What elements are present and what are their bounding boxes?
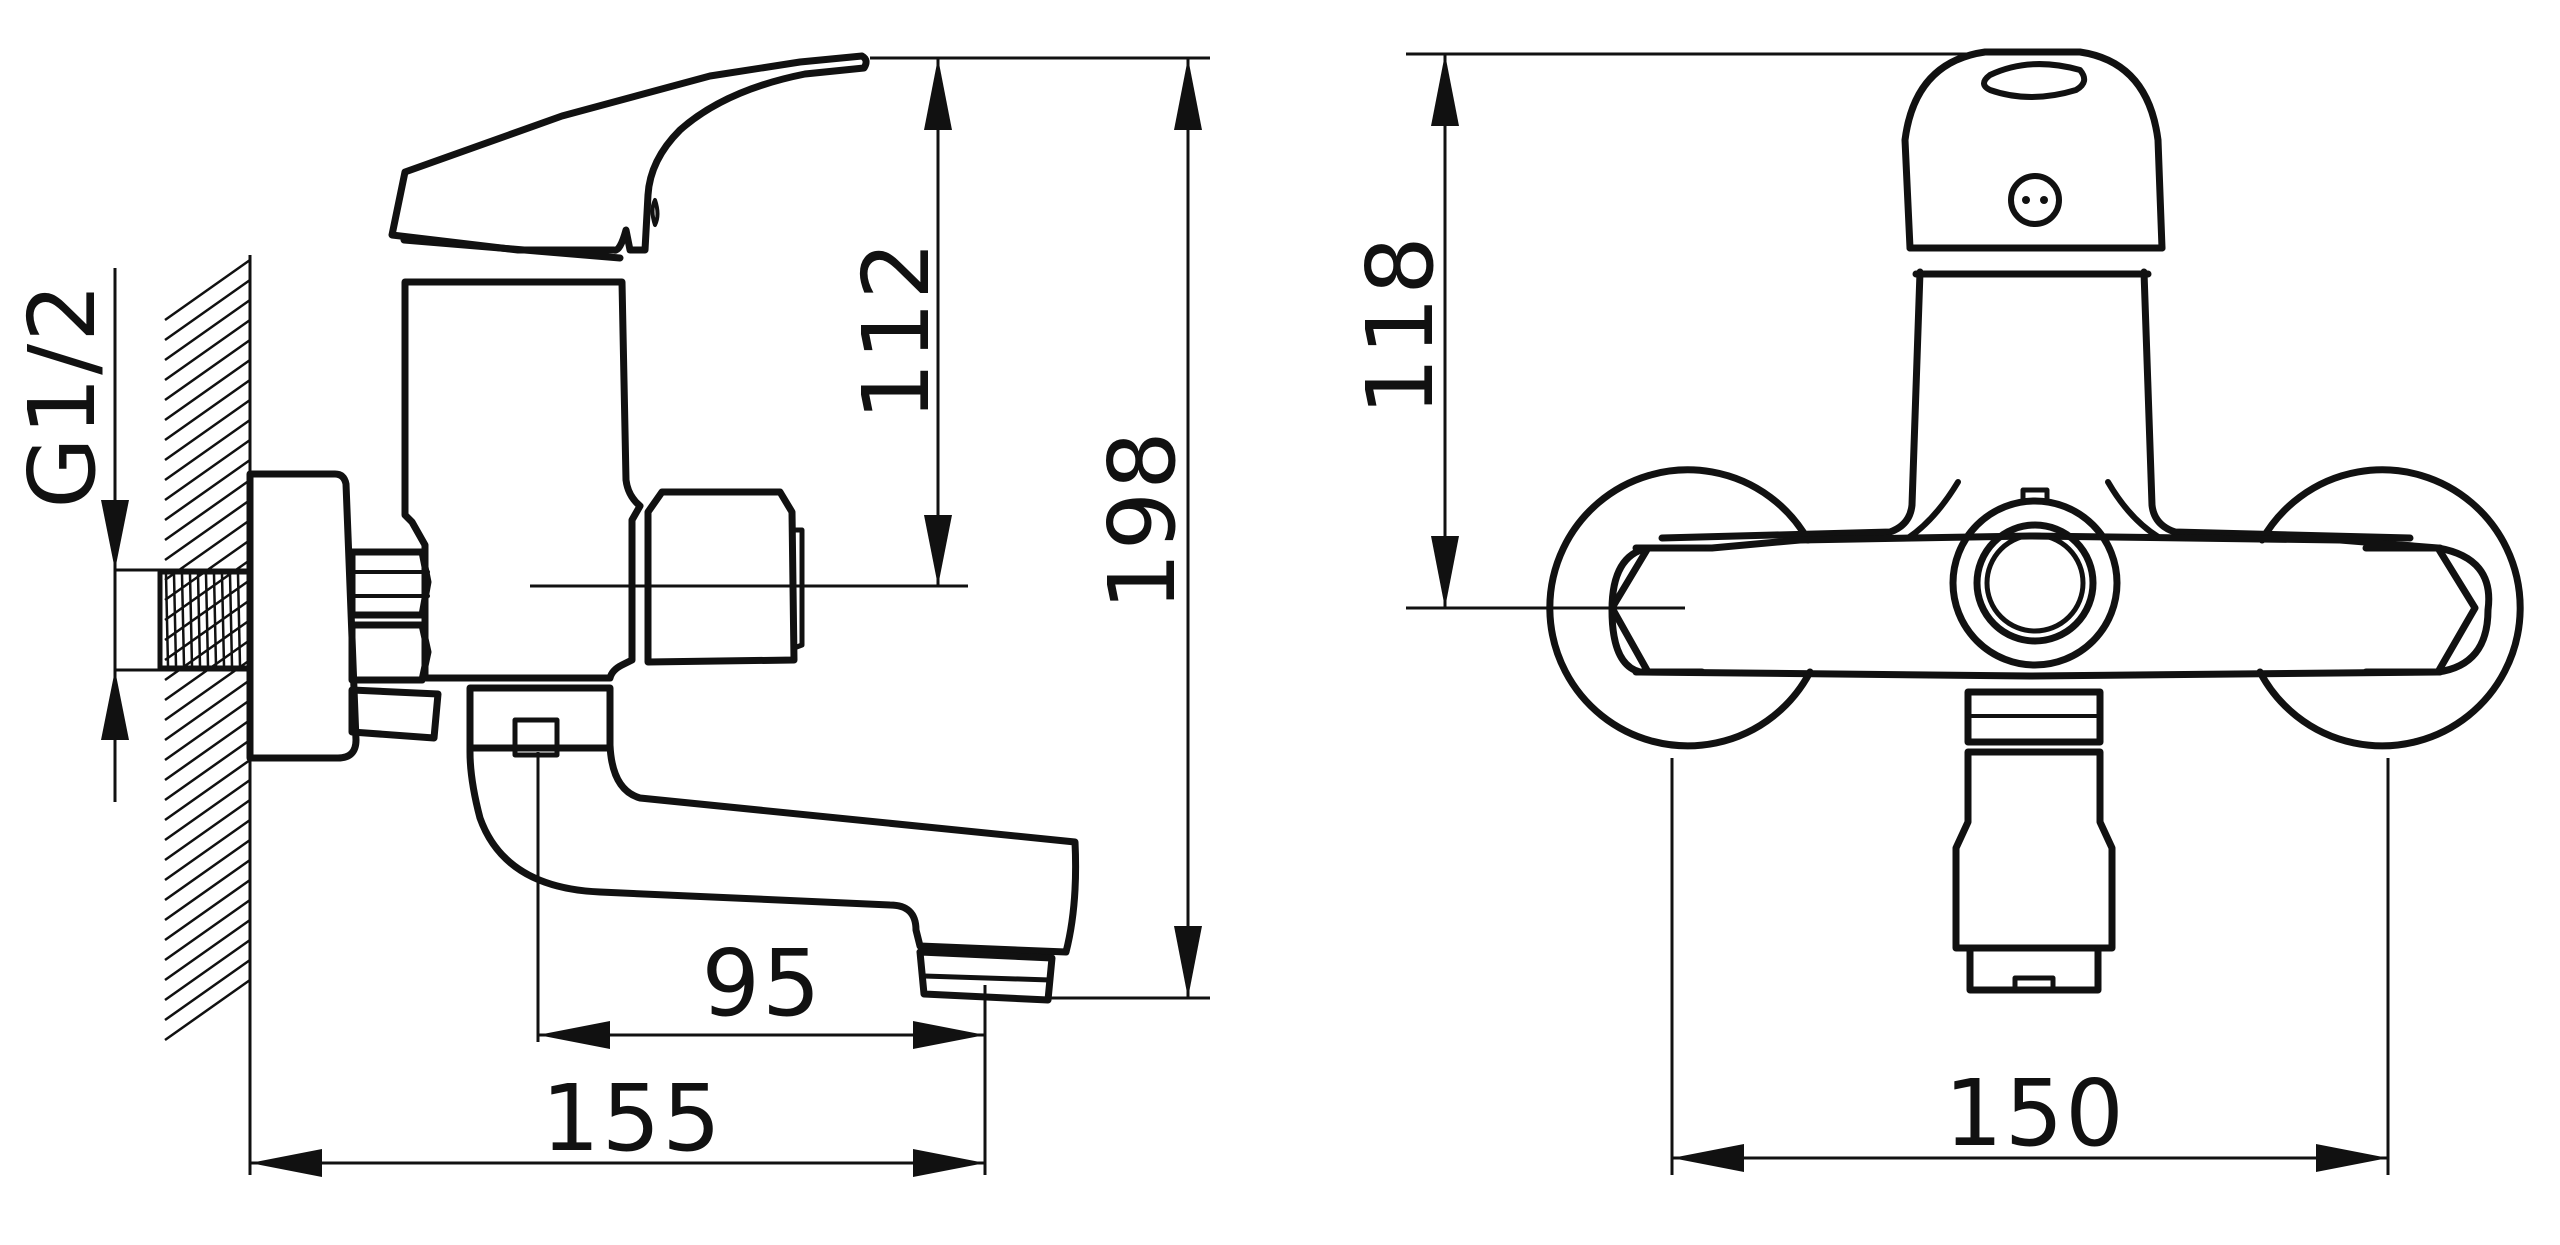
front-view: 118 150: [1347, 48, 2524, 1175]
dimension-155: 155: [248, 990, 985, 1177]
aerator: [916, 948, 1056, 1004]
mixer-body: [401, 278, 644, 682]
thread-ridge: [172, 573, 178, 667]
left-wall-flange: [1546, 466, 1814, 750]
hatch-line: [164, 418, 251, 482]
hatch-line: [164, 798, 251, 862]
dim-95-label: 95: [701, 930, 822, 1037]
hatch-line: [164, 398, 251, 462]
thread-arrow-bottom: [101, 670, 129, 740]
dimension-118: 118: [1347, 52, 2025, 608]
side-view: G1/2: [9, 52, 1210, 1177]
hatch-line: [164, 318, 251, 382]
hatch-line: [164, 698, 251, 762]
dimension-112: 112: [843, 56, 1210, 586]
hatch-line: [164, 258, 251, 322]
hatch-line: [164, 718, 251, 782]
thread-ridge: [196, 573, 202, 667]
hatch-line: [164, 298, 251, 362]
hatch-line: [164, 898, 251, 962]
hatch-line: [164, 278, 251, 342]
hatch-line: [164, 978, 251, 1042]
hatch-line: [164, 358, 251, 422]
lever-top-slot: [1981, 61, 2088, 100]
hatch-line: [164, 498, 251, 562]
thread-ridge: [228, 573, 234, 667]
outlet-body: [1952, 748, 2116, 952]
right-wall-flange: [2256, 466, 2524, 750]
thread-ridge: [236, 573, 242, 667]
hatch-line: [164, 758, 251, 822]
dimension-198: 198: [1048, 58, 1210, 1000]
thread-ridge: [204, 573, 210, 667]
diverter-knob-inner: [1973, 521, 2097, 645]
thread-ridge: [180, 573, 186, 667]
spout-screw: [512, 717, 560, 758]
thread-dimension: G1/2: [9, 268, 250, 802]
hatch-line: [164, 478, 251, 542]
lever-handle: [388, 52, 870, 254]
hatch-line: [164, 818, 251, 882]
hatch-line: [164, 378, 251, 442]
connector: [348, 686, 442, 742]
thread-ridge: [212, 573, 218, 667]
hatch-line: [164, 878, 251, 942]
hex-nut: [348, 548, 432, 684]
hatch-line: [164, 738, 251, 802]
hatch-line: [164, 918, 251, 982]
outlet-collar: [1964, 688, 2104, 746]
spout: [466, 684, 1080, 956]
mixer-bar: [1608, 532, 2493, 680]
diverter-knob-outer: [1949, 497, 2121, 669]
dimension-150: 150: [1670, 758, 2390, 1175]
threaded-nipple: [157, 569, 253, 671]
hatch-line: [164, 458, 251, 522]
lever-cap: [1901, 48, 2166, 252]
dim-112-label: 112: [843, 239, 950, 421]
hatch-line: [164, 438, 251, 502]
dimension-95: 95: [536, 752, 987, 1175]
hatch-line: [164, 338, 251, 402]
outlet-aerator: [1966, 946, 2102, 994]
thread-ridge: [164, 573, 170, 667]
wall-flange: [246, 470, 360, 762]
hatch-line: [164, 958, 251, 1022]
thread-ridge: [220, 573, 226, 667]
dim-155-label: 155: [541, 1065, 723, 1172]
thread-arrow-top: [101, 500, 129, 570]
indicator-button: [2008, 173, 2062, 227]
hatch-line: [164, 838, 251, 902]
dim-150-label: 150: [1944, 1060, 2126, 1167]
dim-118-label: 118: [1347, 234, 1454, 416]
thread-size-label: G1/2: [9, 281, 116, 508]
hatch-line: [164, 938, 251, 1002]
diverter-cap: [644, 488, 798, 666]
dim-198-label: 198: [1089, 429, 1196, 611]
hatch-line: [164, 778, 251, 842]
hatch-line: [164, 678, 251, 742]
hatch-line: [164, 858, 251, 922]
thread-ridge: [188, 573, 194, 667]
